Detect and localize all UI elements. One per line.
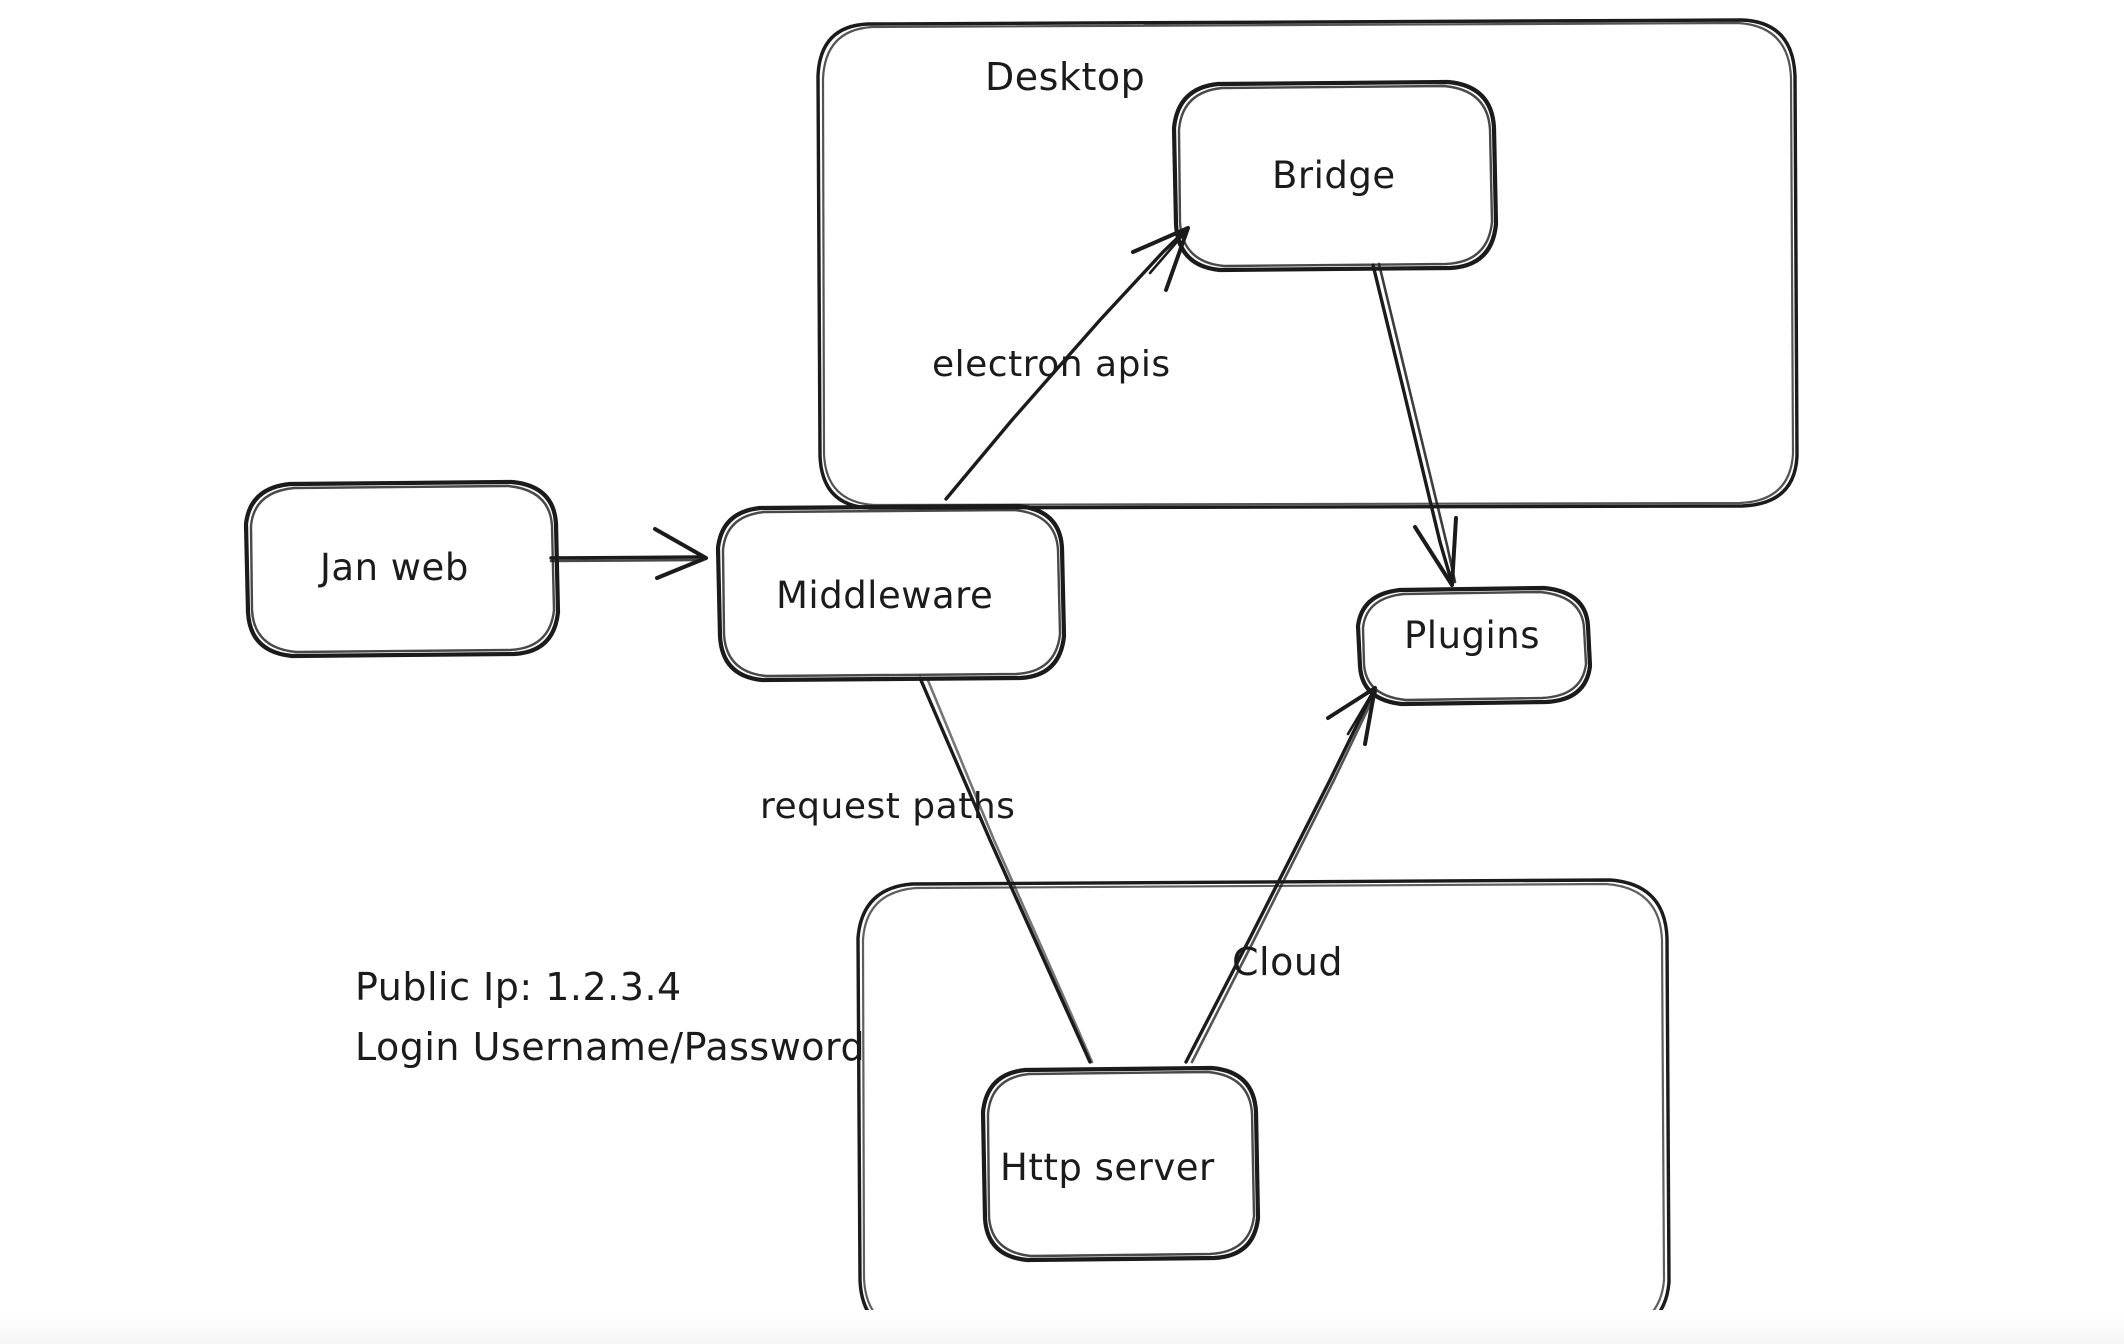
electron-apis-edge-line [944,226,1190,501]
node-bridge[interactable]: Bridge [1171,79,1499,273]
jan-web-box-outline [243,479,561,659]
node-label-bridge: Bridge [1272,154,1396,197]
request-paths-edge-line [918,676,1092,1064]
node-jan-web[interactable]: Jan web [243,479,561,659]
edge-label-electron-apis: electron apis [932,344,1171,385]
desktop-container-outline-secondary [821,21,1795,507]
edge-janweb-to-middleware [549,527,708,580]
bridge-box-outline-secondary [1177,84,1494,268]
note-login-credentials: Login Username/Password [355,1025,865,1069]
edge-middleware-to-httpserver: request paths [760,676,1094,1064]
node-middleware[interactable]: Middleware [715,503,1067,683]
httpserver-plugins-arrowhead [1326,686,1377,746]
node-label-http-server: Http server [1000,1146,1215,1189]
httpserver-plugins-arrowhead-inner [1346,688,1376,736]
bottom-gradient-band [0,1310,2124,1344]
bridge-plugins-edge-line-secondary [1377,262,1457,584]
edge-bridge-to-plugins [1371,262,1458,587]
edge-middleware-to-bridge: electron apis [932,226,1190,501]
node-label-jan-web: Jan web [318,546,469,589]
bridge-box-outline [1171,79,1499,273]
janweb-middleware-arrowhead [653,527,708,580]
middleware-box-outline [715,503,1067,683]
group-desktop: Desktop [816,18,1799,510]
desktop-container-outline [816,18,1799,510]
plugins-box-outline-secondary [1361,590,1588,702]
http-server-box-outline-secondary [986,1070,1256,1258]
janweb-middleware-edge-line [549,555,702,560]
edge-httpserver-to-plugins [1184,686,1378,1064]
plugins-box-outline [1355,585,1593,707]
http-server-box-outline [980,1065,1261,1263]
group-label-desktop: Desktop [985,55,1145,99]
bridge-plugins-edge-line [1371,263,1454,585]
group-cloud: Cloud [856,878,1671,1338]
node-http-server[interactable]: Http server [980,1065,1261,1263]
edge-label-request-paths: request paths [760,786,1015,827]
note-public-ip: Public Ip: 1.2.3.4 [355,965,682,1009]
janweb-middleware-edge-line-secondary [549,558,702,563]
jan-web-box-outline-secondary [249,484,556,654]
node-label-middleware: Middleware [776,574,993,617]
httpserver-plugins-edge-line [1184,690,1375,1064]
group-label-cloud: Cloud [1232,940,1343,984]
middleware-box-outline-secondary [721,508,1062,678]
node-label-plugins: Plugins [1404,614,1540,657]
notes-block: Public Ip: 1.2.3.4 Login Username/Passwo… [355,965,865,1069]
request-paths-edge-line-secondary [925,676,1094,1064]
node-plugins[interactable]: Plugins [1355,585,1593,707]
bridge-plugins-arrowhead [1413,516,1458,587]
httpserver-plugins-edge-line-secondary [1190,690,1378,1064]
